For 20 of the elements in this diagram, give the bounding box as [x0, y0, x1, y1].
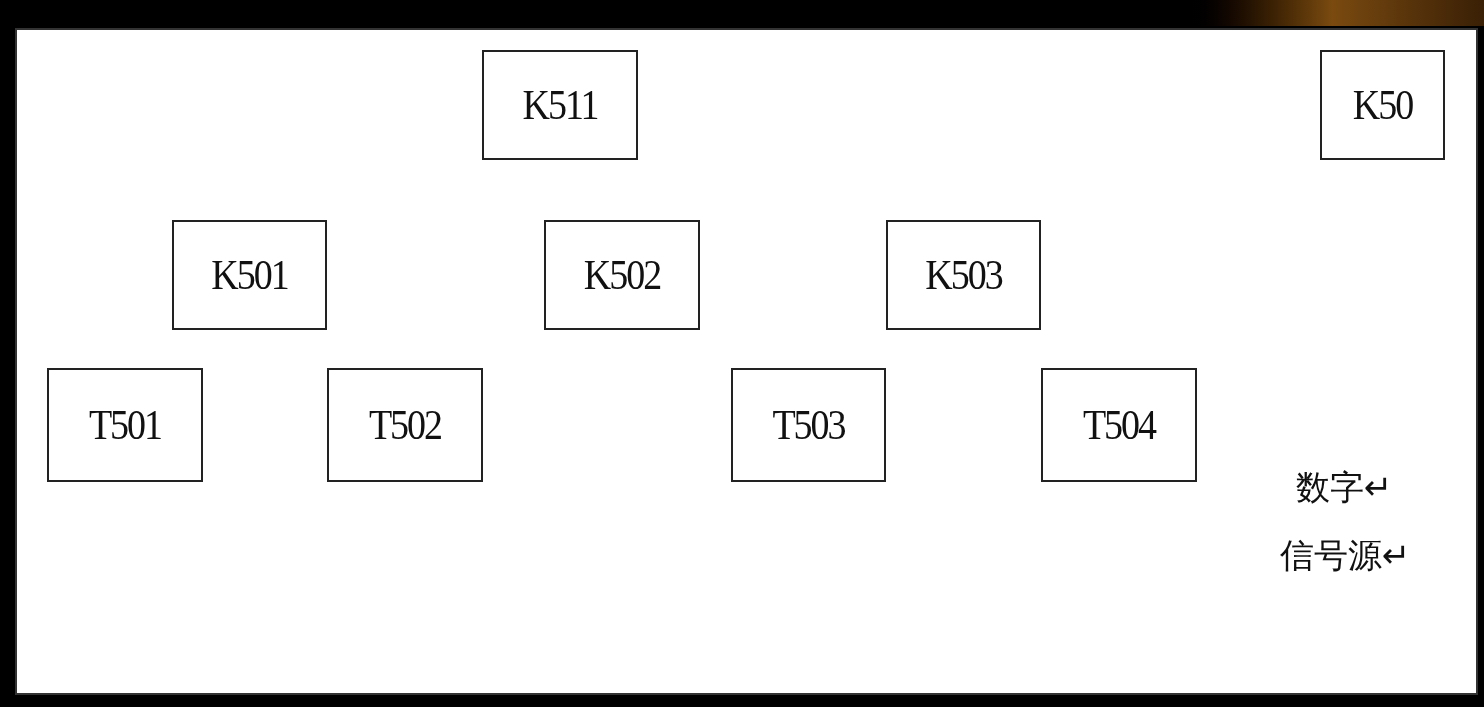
label-box [327, 368, 483, 482]
label-box [1320, 50, 1445, 160]
box-label: K502 [583, 250, 661, 300]
label-box [544, 220, 700, 330]
signal-source-text: 数字↵ [1296, 466, 1393, 509]
label-box [731, 368, 886, 482]
box-label: T503 [772, 400, 845, 450]
label-box [886, 220, 1041, 330]
box-label: K503 [925, 250, 1002, 300]
box-label: K501 [211, 250, 288, 300]
box-label: K511 [522, 80, 598, 130]
box-label: T502 [368, 400, 442, 450]
label-box [1041, 368, 1197, 482]
label-box [482, 50, 638, 160]
signal-source-text: 信号源↵ [1280, 534, 1411, 577]
box-label: T501 [88, 400, 162, 450]
label-box [47, 368, 203, 482]
label-box [172, 220, 327, 330]
box-label: T504 [1082, 400, 1156, 450]
box-label: K50 [1352, 80, 1413, 130]
